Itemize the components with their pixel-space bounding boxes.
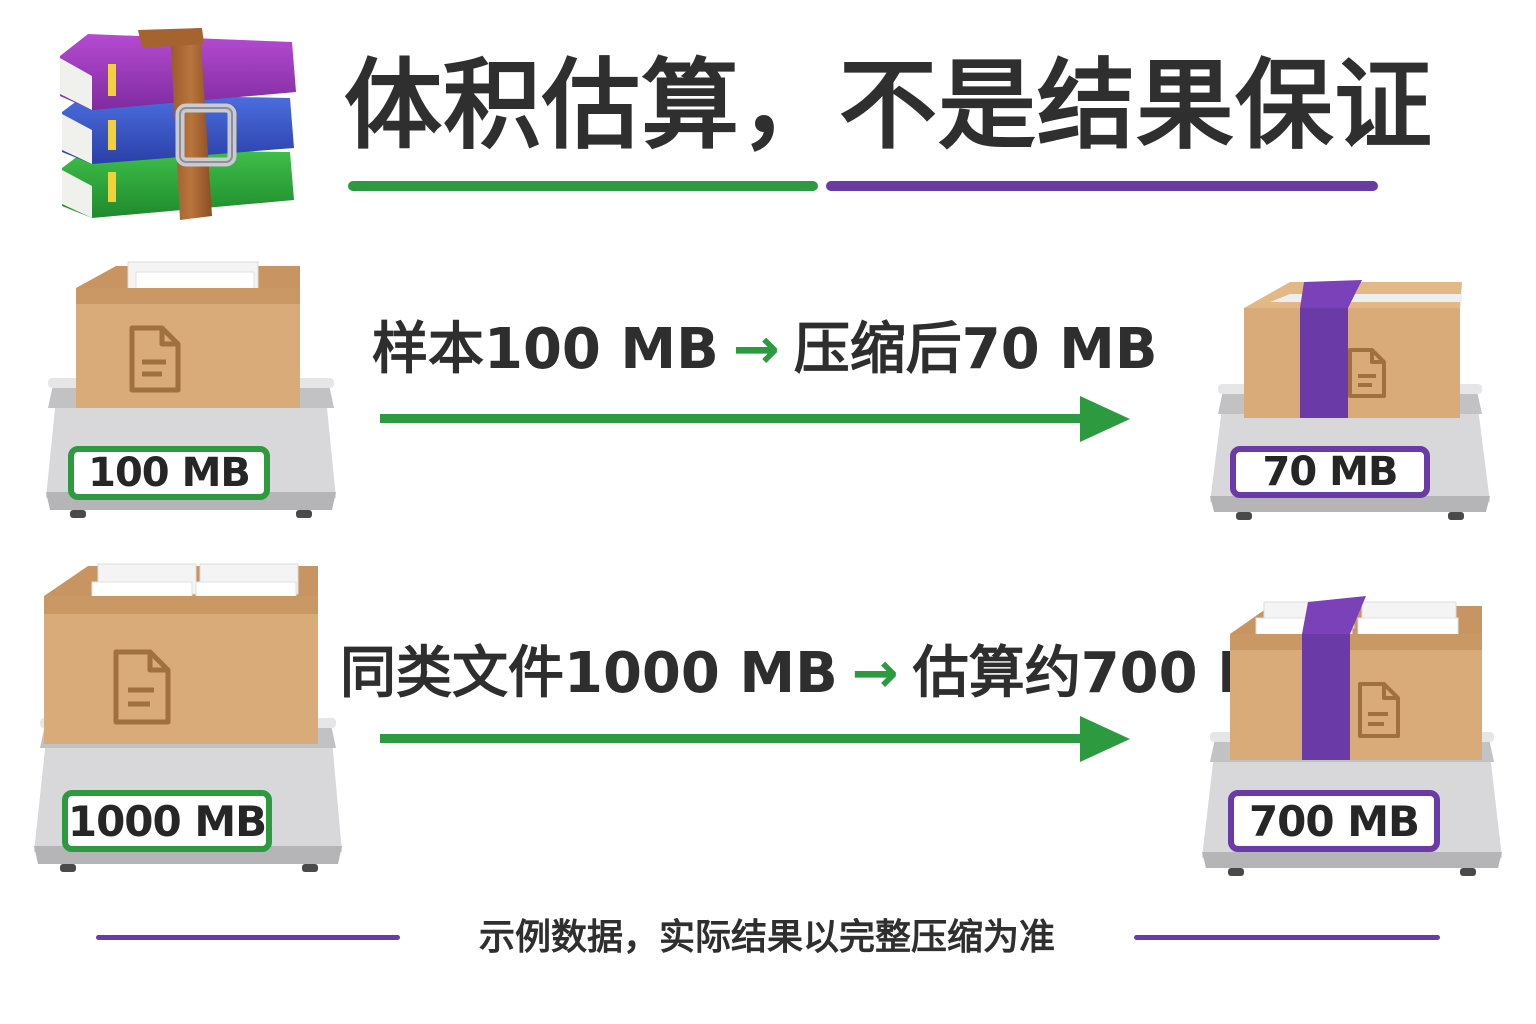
document-icon [1348,348,1386,398]
title-underline-purple [826,181,1378,191]
flow-arrow-row-1 [380,396,1130,442]
document-icon [129,325,181,393]
arrow-right-icon: → [732,317,780,382]
source-scale-display: 1000 MB [62,790,272,852]
flow-label-row-2: 同类文件1000 MB→估算约700 MB [340,636,1316,712]
flow-label-row-1: 样本100 MB→压缩后70 MB [372,312,1158,388]
sealed-box-icon [1244,280,1462,418]
result-scale-display: 700 MB [1228,790,1440,852]
footer-divider-right [1134,935,1440,940]
source-scale-display: 100 MB [68,446,270,500]
flow-arrow-row-2 [380,716,1130,762]
compressed-size-label: 压缩后70 MB [793,317,1158,382]
document-icon [113,649,171,725]
arrow-right-icon: → [851,641,899,706]
open-box-icon [76,261,300,408]
result-scale-display: 70 MB [1230,446,1430,498]
document-icon [1358,682,1400,738]
sample-size-label: 同类文件1000 MB [340,641,838,706]
title-underline-green [348,181,818,191]
sample-size-label: 样本100 MB [372,317,719,382]
footer-note: 示例数据，实际结果以完整压缩为准 [478,917,1055,958]
page-title: 体积估算，不是结果保证 [344,49,1434,163]
open-box-icon [1230,596,1482,760]
archive-books-icon [60,28,296,220]
open-box-icon [44,563,318,744]
footer-divider-left [96,935,400,940]
